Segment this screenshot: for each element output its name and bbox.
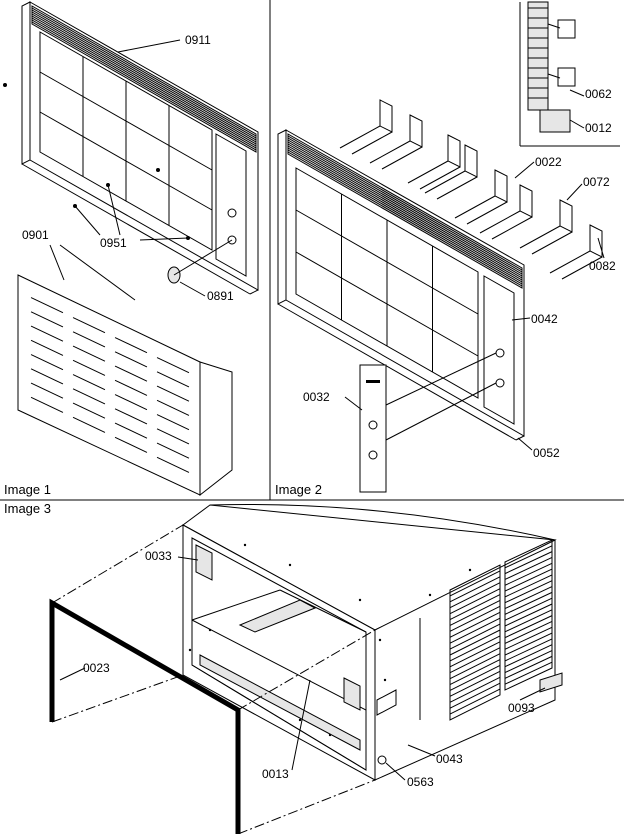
image3-title: Image 3 [4,501,51,516]
image3-side-vents [449,539,553,721]
image3-projection-lines [51,524,376,834]
image3-gasket-0023 [49,598,241,834]
label-0563: 0563 [407,775,434,789]
label-0062: 0062 [585,87,612,101]
label-0901: 0901 [22,228,49,242]
image3-leader-lines [59,556,546,781]
image1-leader-lines [49,39,206,301]
image2-title: Image 2 [275,482,322,497]
label-0043: 0043 [436,752,463,766]
image1-louver-lines [31,7,257,151]
label-0052: 0052 [533,446,560,460]
image1-control-panel [215,133,247,277]
image2-mounting-brackets [339,99,603,280]
label-0891: 0891 [207,289,234,303]
label-0023: 0023 [83,661,110,675]
image3-bracket-upper [195,544,213,581]
panel-dividers [0,0,624,501]
label-0013: 0013 [262,767,289,781]
label-0012: 0012 [585,121,612,135]
label-0951: 0951 [100,236,127,250]
image2-detail-inset [519,1,620,147]
image1-filter-grid-lines [39,56,213,226]
image3-screw-0563 [377,755,387,765]
label-0911: 0911 [185,33,211,47]
image3-cabinet-assembly: 0033 0023 0093 0013 0563 0043 Image 3 [4,501,563,834]
image3-bracket-lower [343,677,361,711]
label-0032: 0032 [303,390,330,404]
image3-part-0093 [539,672,563,693]
label-0093: 0093 [508,701,535,715]
image1-grille-slots [30,297,190,473]
image1-front-grille-assembly: 0911 0951 0901 0891 Image 1 [3,1,259,497]
image1-grille-frame [29,1,259,291]
label-0022: 0022 [535,155,562,169]
label-0082: 0082 [589,259,616,273]
image2-frame-assembly: 0062 0012 0022 0072 0082 0042 0032 0052 … [275,1,620,497]
image3-base-rail [199,654,361,751]
image2-leader-lines [344,161,605,451]
image2-control-panel [483,275,515,425]
image1-control-knob [167,239,233,284]
image1-title: Image 1 [4,482,51,497]
label-0033: 0033 [145,549,172,563]
label-0072: 0072 [583,175,610,189]
image1-front-grille [17,274,201,496]
label-0042: 0042 [531,312,558,326]
image1-knob-hole-upper [227,208,237,218]
